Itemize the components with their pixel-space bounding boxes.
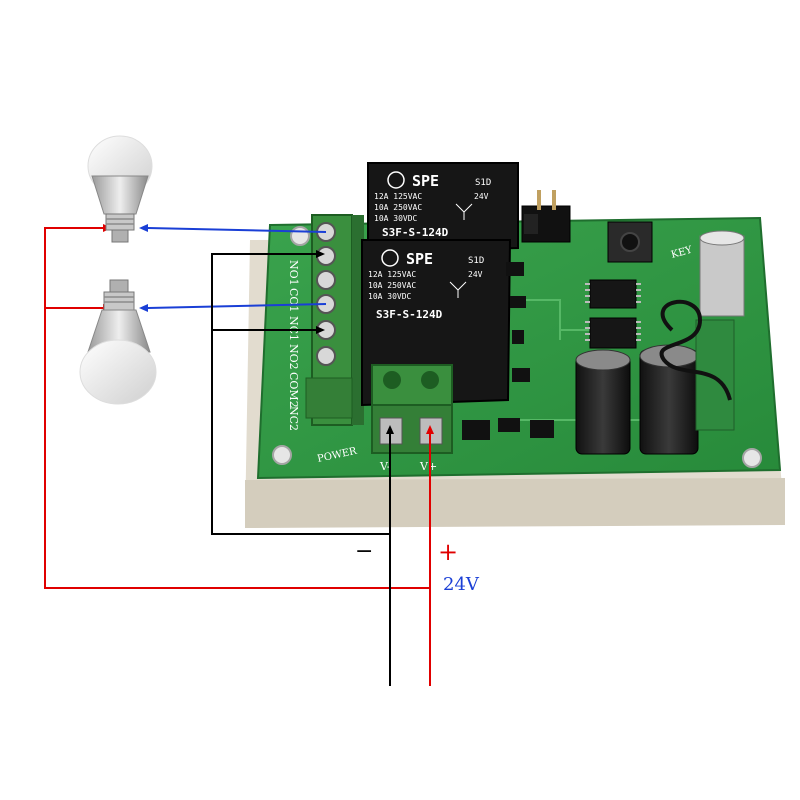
smd-transistor <box>506 262 524 276</box>
relay-coil: 24V <box>474 192 489 201</box>
relay-schematic-icon <box>449 281 467 298</box>
output-terminal-block <box>305 214 364 426</box>
mount-hole <box>742 448 762 468</box>
relay-logo-icon <box>387 171 405 189</box>
bulb-globe <box>79 339 157 405</box>
terminal-label-com2: COM2 <box>287 372 300 408</box>
terminal-label-nc1: NC1 <box>287 316 300 341</box>
relay-brand: SPE <box>412 172 439 190</box>
smd-transistor <box>512 368 530 382</box>
bulb-1 <box>87 135 153 243</box>
terminal-legend: NO1 CO1 NC1 NO2 COM2 NC2 <box>287 260 300 431</box>
crystal-oscillator <box>699 235 745 317</box>
relay-2: SPE S1D 12A 125VAC 10A 250VAC 10A 30VDC … <box>361 239 512 407</box>
relay-coil: 24V <box>468 270 483 279</box>
rf-module <box>659 230 745 431</box>
relay-rating: 12A 125VAC <box>374 192 422 201</box>
antenna-coil <box>659 299 732 401</box>
arrow-icon <box>139 224 148 232</box>
screw-terminal <box>421 371 439 389</box>
smd-diode <box>462 420 490 440</box>
capacitors <box>575 344 699 455</box>
smd-components <box>462 262 554 440</box>
arrow-icon <box>426 425 434 434</box>
terminal-label-no1: NO1 <box>287 260 300 286</box>
power-neg-label: V- <box>379 460 391 473</box>
screw-terminal <box>316 270 336 290</box>
electrolytic-capacitor <box>575 355 631 455</box>
bulb-heatsink <box>87 309 151 353</box>
relay-rating: 10A 30VDC <box>374 214 418 223</box>
relay-rating: 10A 250VAC <box>374 203 422 212</box>
power-terminal-block: V- V+ <box>371 364 453 473</box>
arrow-icon <box>316 326 325 334</box>
relay-1: SPE S1D 12A 125VAC 10A 250VAC 10A 30VDC … <box>367 162 519 254</box>
push-button <box>607 221 653 263</box>
jumper-header <box>521 190 571 243</box>
relay-schematic-icon <box>455 203 473 220</box>
arrow-icon <box>316 250 325 258</box>
smd-transistor <box>510 296 526 308</box>
relay-logo-icon <box>381 249 399 267</box>
mount-hole <box>272 445 292 465</box>
relay-rating: 12A 125VAC <box>368 270 416 279</box>
ic-chips <box>585 279 641 349</box>
terminal-label-co1: CO1 <box>287 288 300 312</box>
relay-code: S1D <box>468 256 484 266</box>
arrow-icon <box>386 425 394 434</box>
smd-transistor <box>512 330 524 344</box>
bulb-heatsink <box>91 175 149 215</box>
screw-terminal <box>383 371 401 389</box>
relay-model: S3F-S-124D <box>376 308 443 321</box>
terminal-label-nc2: NC2 <box>287 406 300 431</box>
ic-chip <box>589 279 637 309</box>
relay-code: S1D <box>475 178 491 188</box>
relay-rating: 10A 30VDC <box>368 292 412 301</box>
relay-rating: 10A 250VAC <box>368 281 416 290</box>
key-label: KEY <box>670 245 694 261</box>
blue-wire <box>147 303 327 309</box>
relay-model: S3F-S-124D <box>382 226 449 239</box>
smd-diode <box>530 420 554 438</box>
mount-hole <box>290 226 310 246</box>
screw-terminal <box>316 346 336 366</box>
bulb-2 <box>79 279 157 405</box>
relay-brand: SPE <box>406 250 433 268</box>
arrow-icon <box>139 304 148 312</box>
terminal-label-no2: NO2 <box>287 344 300 370</box>
ic-chip <box>589 317 637 349</box>
black-wire <box>211 253 391 686</box>
blue-wire <box>147 227 327 233</box>
supply-plus-label: + <box>438 538 458 566</box>
supply-minus-label: − <box>355 539 373 564</box>
smd-diode <box>498 418 520 432</box>
supply-voltage-label: 24V <box>443 574 480 595</box>
power-pos-label: V+ <box>419 460 437 473</box>
